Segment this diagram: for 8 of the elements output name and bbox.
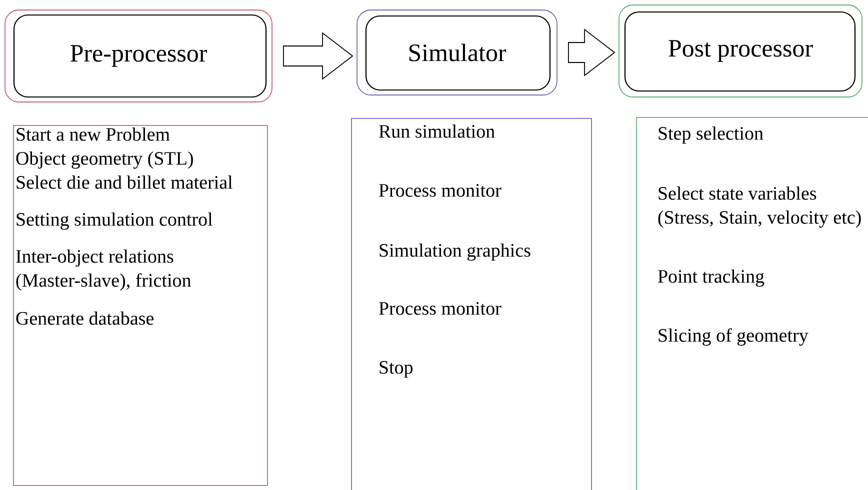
block-arrow <box>283 32 354 80</box>
process-box: Pre-processor <box>4 10 272 102</box>
step-list-box: Start a new Problem Object geometry (STL) Select die and billet material Setting simulation control Inter-object relations (Master-slave), friction Generate database <box>13 125 268 486</box>
step-list-box: Run simulation Process monitor Simulation graphics Process monitor Stop <box>351 118 592 490</box>
block-arrow <box>568 28 616 76</box>
process-box: Simulator <box>356 10 558 96</box>
step-list-box: Step selection Select state variables (Stress, Stain, velocity etc) Point tracking Slicing of geometry <box>636 117 868 490</box>
process-box: Post processor <box>618 4 862 98</box>
